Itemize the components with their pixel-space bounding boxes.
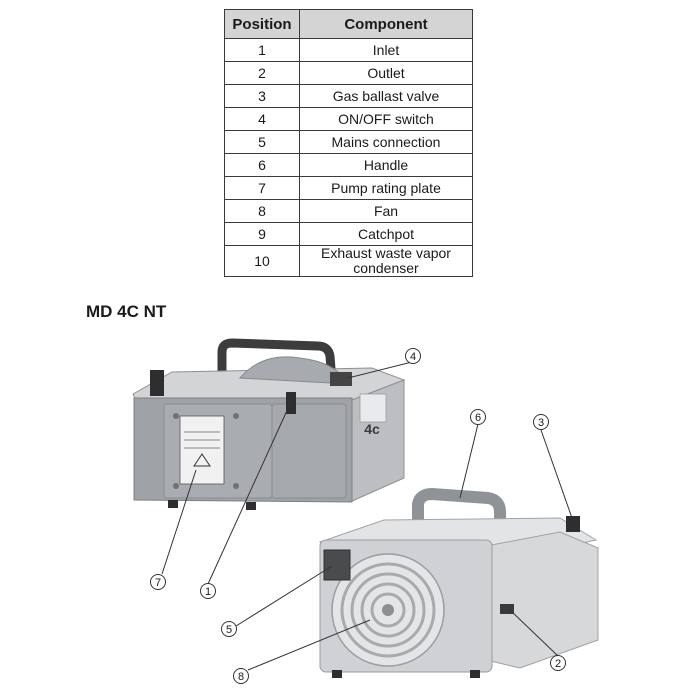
callout-7: 7 [150,574,166,590]
screw-icon [233,483,239,489]
callout-1: 1 [200,583,216,599]
callout-2: 2 [550,655,566,671]
callout-4: 4 [405,348,421,364]
screw-icon [173,483,179,489]
cell-component: Mains connection [299,130,473,154]
callout-label-6: 6 [475,412,481,424]
callout-6: 6 [470,409,486,425]
table-header-row: Position Component [224,9,473,39]
callout-label-7: 7 [155,577,161,589]
header-position: Position [224,9,300,39]
outlet-port [500,604,514,614]
rating-plate [179,415,225,485]
fan-grill [360,582,416,638]
callout-8: 8 [233,668,249,684]
gas-ballast-knob [566,516,580,532]
cell-component: Outlet [299,61,473,85]
rear-panel-right [271,403,347,499]
callout-3: 3 [533,414,549,430]
callout-label-3: 3 [538,417,544,429]
model-title: MD 4C NT [86,302,167,321]
header-component: Component [299,9,473,39]
cell-component: ON/OFF switch [299,107,473,131]
warning-icon [193,453,211,467]
cell-position: 1 [224,38,300,62]
fan-grill [340,562,436,658]
foot [246,502,256,510]
screw-icon [233,413,239,419]
fan-grill [370,592,406,628]
foot [168,500,178,508]
pump-model-label: 4c [364,421,380,437]
switch-shape [330,372,352,386]
callout-lines [161,361,573,671]
cell-component: Exhaust waste vapor condenser [299,245,473,277]
screw-icon [173,413,179,419]
pump-side-body [485,531,599,669]
callout-label-1: 1 [205,586,211,598]
callout-label-8: 8 [238,671,244,683]
inlet-port [286,392,296,414]
fan-hub-icon [382,604,394,616]
fan-grill [350,572,426,648]
inlet-fitting [150,370,164,396]
callout-5: 5 [221,621,237,637]
cell-component: Inlet [299,38,473,62]
handle-shape [217,338,337,383]
callout-label-4: 4 [410,351,416,363]
pump-rear-view: 4c [132,338,406,510]
foot [332,670,342,678]
callout-label-2: 2 [555,658,561,670]
foot [470,670,480,678]
pump-side-label [359,393,387,423]
mains-socket-icon [323,549,351,581]
callout-label-5: 5 [226,624,232,636]
cell-position: 10 [224,245,300,277]
pump-front-view [318,488,599,678]
